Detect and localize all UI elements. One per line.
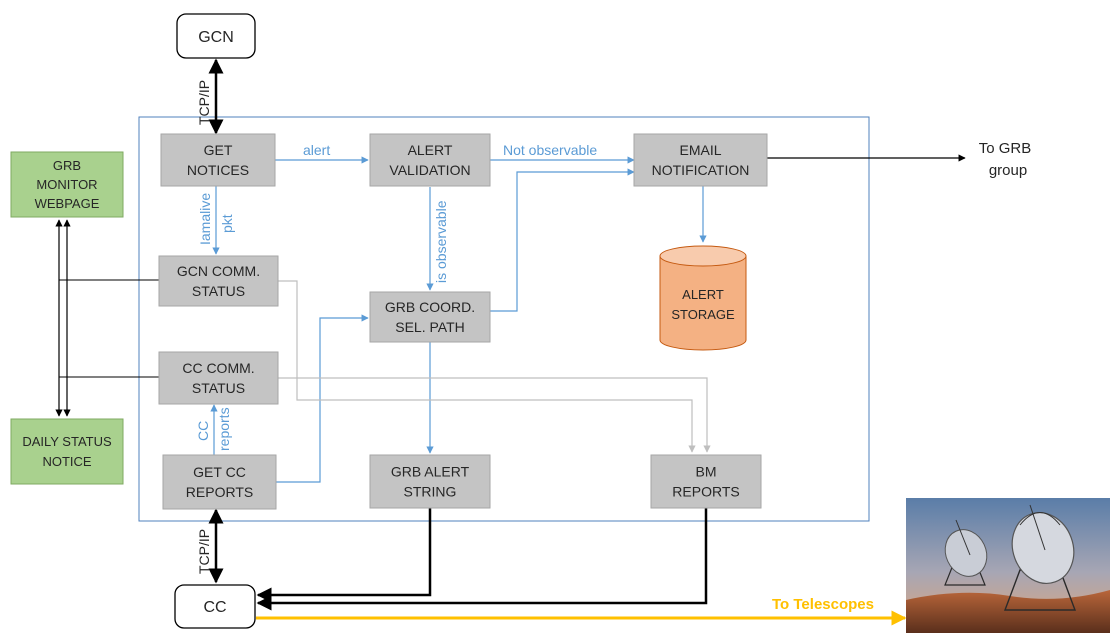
gcn-comm-status-label-line1: GCN COMM. [177, 263, 260, 279]
alert-validation-label-line2: VALIDATION [389, 162, 470, 178]
gcn-node: GCN [176, 13, 256, 59]
grb-coord-sel-path-label-line2: SEL. PATH [395, 319, 465, 335]
alert-storage-node: ALERT STORAGE [659, 245, 747, 351]
get-notices-label-line2: NOTICES [187, 162, 249, 178]
svg-text:GCN: GCN [198, 29, 234, 46]
alert-string-to-cc-arrow [256, 508, 432, 603]
get-cc-reports-node: GET CC REPORTS [162, 454, 277, 510]
system-frame [138, 116, 870, 522]
gcn-comm-status-node: GCN COMM. STATUS [158, 255, 279, 307]
svg-text:MONITOR: MONITOR [36, 177, 97, 192]
cc-comm-status-node: CC COMM. STATUS [158, 351, 279, 405]
cc-reports-label-cc: CC [195, 421, 211, 441]
cc-comm-status-label-line2: STATUS [192, 380, 245, 396]
grb-alert-string-node: GRB ALERT STRING [369, 454, 491, 509]
email-notification-node: EMAIL NOTIFICATION [633, 133, 768, 187]
to-grb-group-label-2: group [989, 162, 1027, 179]
is-observable-label: is observable [433, 200, 449, 283]
svg-text:STORAGE: STORAGE [671, 307, 735, 322]
grb-alert-string-label-line2: STRING [404, 484, 457, 500]
get-cc-reports-label-line2: REPORTS [186, 484, 253, 500]
svg-text:DAILY STATUS: DAILY STATUS [22, 434, 112, 449]
grb-coord-sel-path-node: GRB COORD. SEL. PATH [369, 291, 491, 343]
daily-status-notice-node: DAILY STATUS NOTICE [10, 418, 124, 485]
svg-text:GRB: GRB [53, 158, 81, 173]
to-telescopes-label: To Telescopes [772, 596, 874, 613]
svg-text:WEBPAGE: WEBPAGE [35, 196, 100, 211]
grb-alert-string-label-line1: GRB ALERT [391, 464, 470, 480]
connectors [55, 58, 966, 626]
svg-text:ALERT: ALERT [682, 287, 724, 302]
email-notification-label-line1: EMAIL [679, 142, 721, 158]
to-grb-group-label-1: To GRB [979, 140, 1032, 157]
iamalive-pkt-label: pkt [219, 214, 235, 233]
telescope-photo [906, 498, 1110, 633]
tcpip-top-label: TCP/IP [196, 80, 212, 125]
gcn-comm-status-label-line2: STATUS [192, 283, 245, 299]
svg-text:CC: CC [203, 599, 226, 616]
telescope-large-icon [1003, 504, 1077, 611]
cc-reports-label-reports: reports [216, 407, 232, 451]
bm-reports-node: BM REPORTS [650, 454, 762, 509]
iamalive-label: Iamalive [197, 193, 213, 245]
grb-coord-sel-path-label-line1: GRB COORD. [385, 299, 475, 315]
get-notices-label-line1: GET [204, 142, 233, 158]
alert-validation-label-line1: ALERT [408, 142, 453, 158]
tcpip-bottom-label: TCP/IP [196, 529, 212, 574]
telescope-small-icon [944, 519, 988, 586]
bm-to-cc-arrow [256, 508, 708, 611]
alert-label: alert [303, 142, 330, 158]
gcn-status-to-bm-arrow [278, 280, 696, 453]
grb-monitor-webpage-node: GRB MONITOR WEBPAGE [10, 151, 124, 218]
get-notices-node: GET NOTICES [160, 133, 276, 187]
bm-reports-label-line1: BM [696, 464, 717, 480]
coord-to-email-arrow [490, 168, 635, 312]
bm-reports-label-line2: REPORTS [672, 484, 739, 500]
not-observable-label: Not observable [503, 142, 597, 158]
cc-status-to-bm-arrow [278, 377, 711, 453]
get-cc-reports-label-line1: GET CC [193, 464, 246, 480]
email-notification-label-line2: NOTIFICATION [652, 162, 750, 178]
alert-validation-node: ALERT VALIDATION [369, 133, 491, 187]
cc-node: CC [174, 584, 256, 629]
svg-text:NOTICE: NOTICE [42, 454, 91, 469]
cc-comm-status-label-line1: CC COMM. [182, 360, 254, 376]
